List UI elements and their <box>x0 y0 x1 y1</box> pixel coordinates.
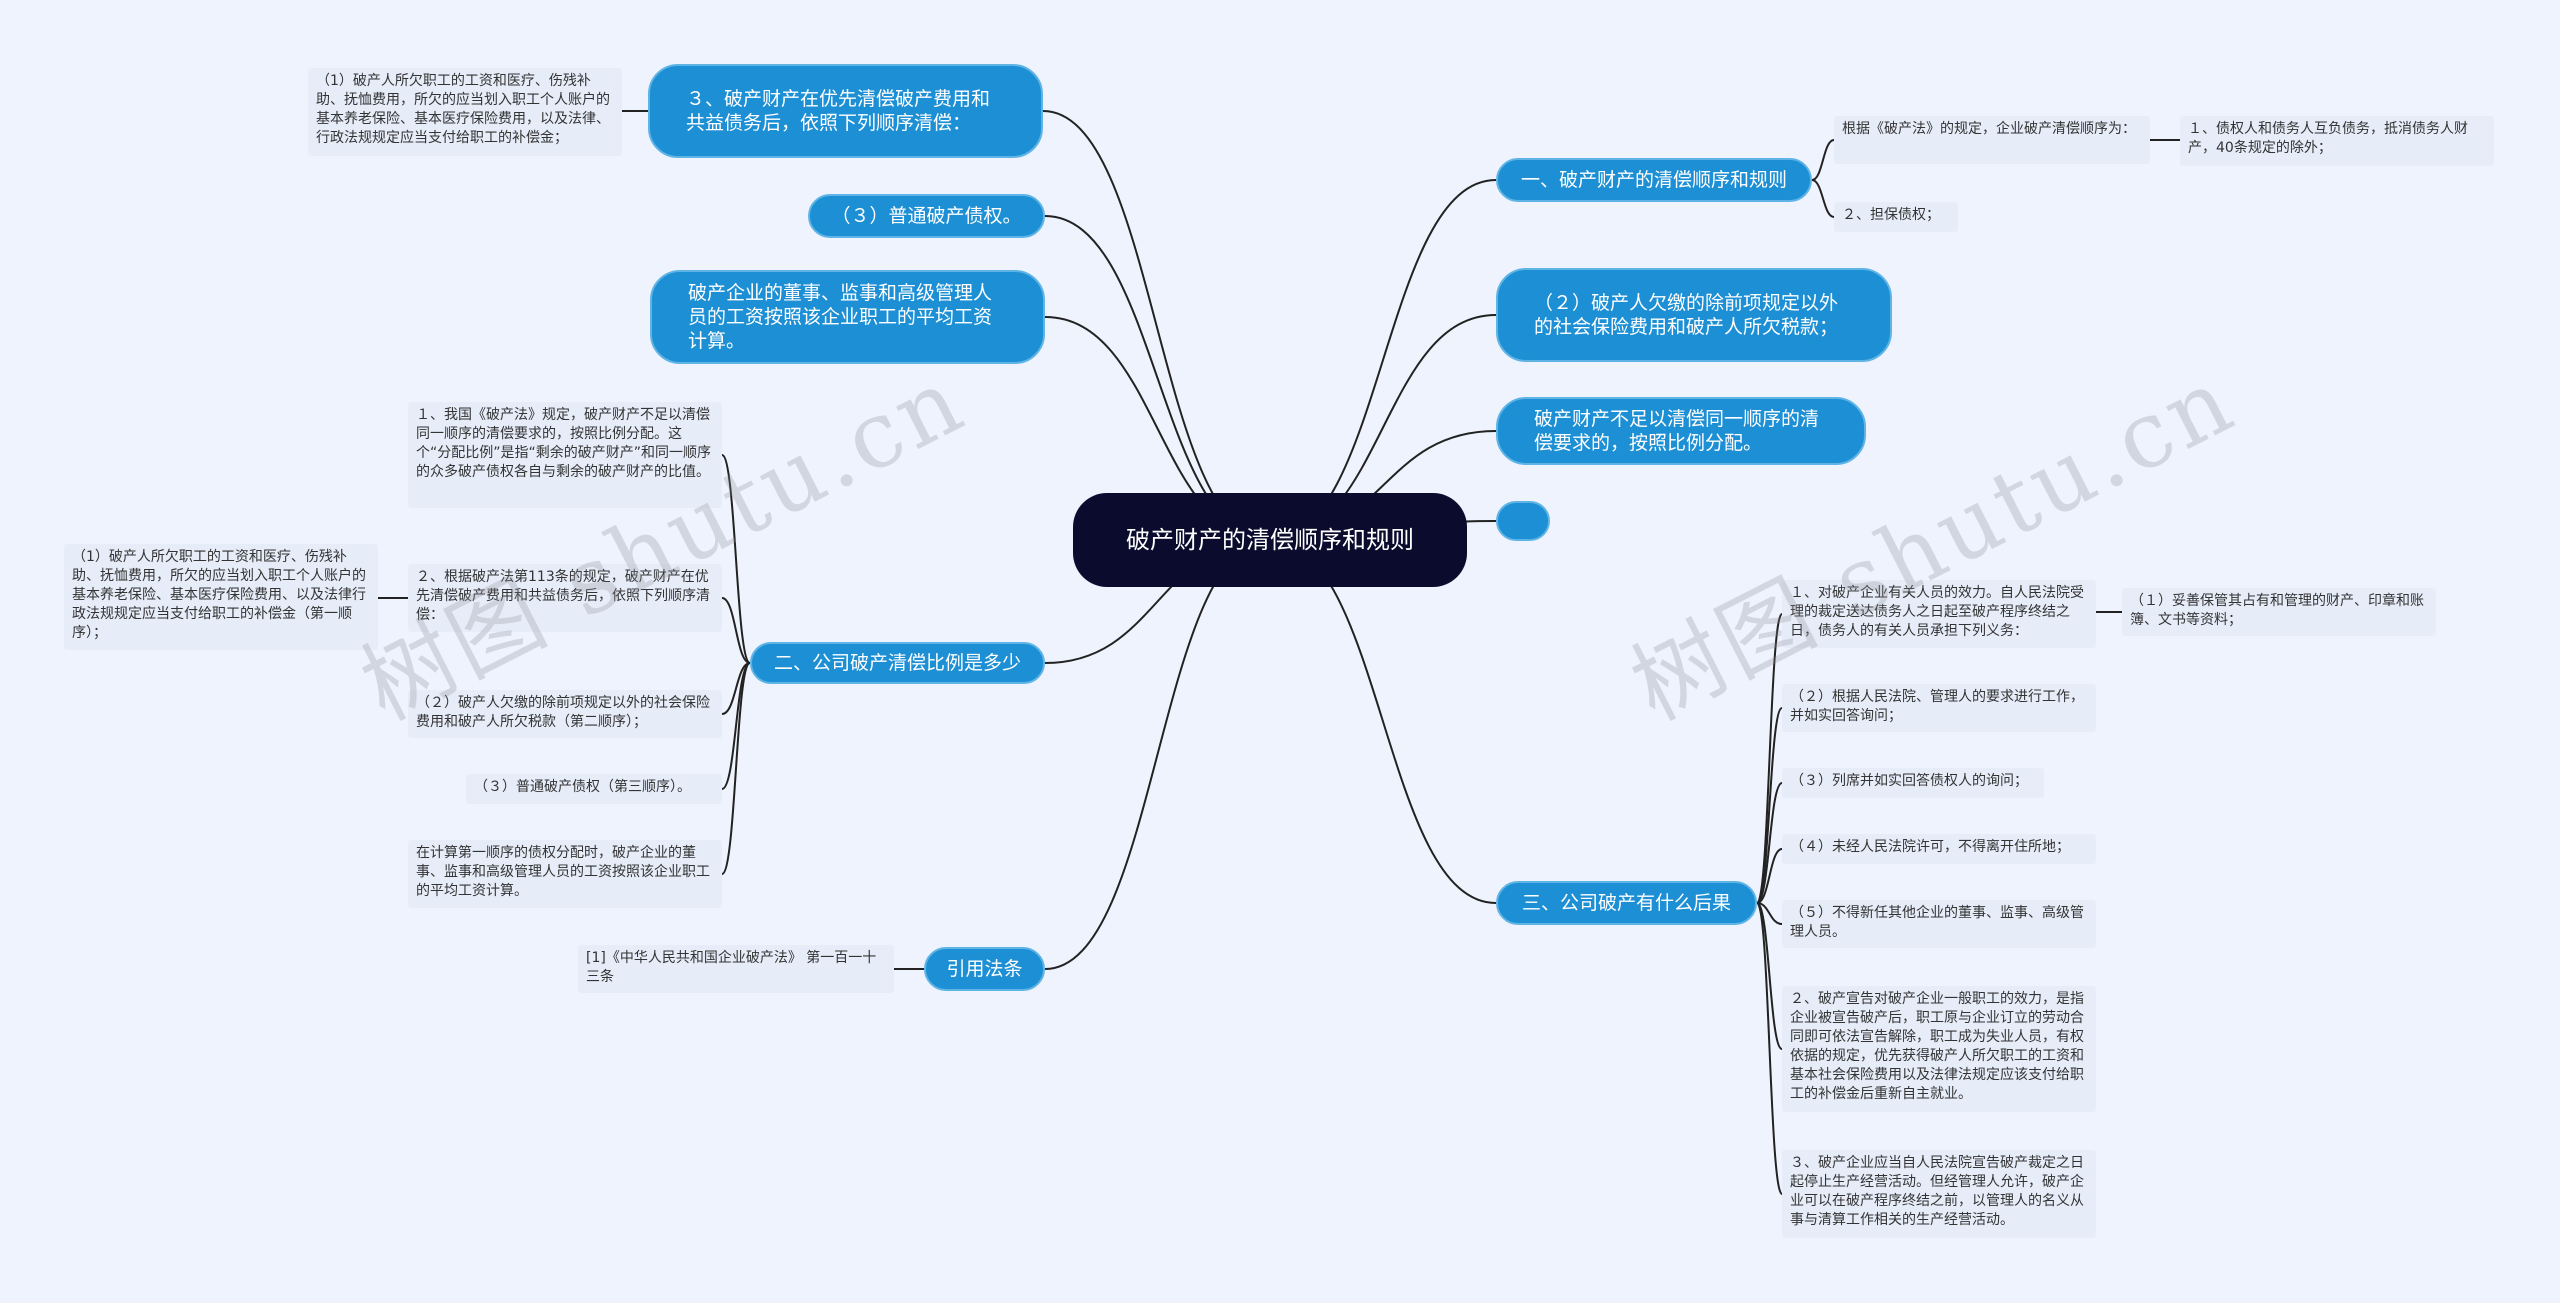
link-ratio-leaf-4 <box>721 662 751 875</box>
leaf-order-1-1[interactable]: １、债权人和债务人互负债务，抵消债务人财产，40条规定的除外； <box>2180 116 2494 166</box>
leaf-consequence-5[interactable]: （５）不得新任其他企业的董事、监事、高级管理人员。 <box>1782 900 2096 948</box>
leaf-consequence-1[interactable]: １、对破产企业有关人员的效力。自人民法院受理的裁定送达债务人之日起至破产程序终结… <box>1782 580 2096 648</box>
leaf-ratio-2-1[interactable]: （1）破产人所欠职工的工资和医疗、伤残补助、抚恤费用，所欠的应当划入职工个人账户… <box>64 544 378 650</box>
leaf-priority-1[interactable]: （1）破产人所欠职工的工资和医疗、伤残补助、抚恤费用，所欠的应当划入职工个人账户… <box>308 68 622 156</box>
link-consequence-leaf-3 <box>1756 848 1783 904</box>
leaf-consequence-1-1[interactable]: （１）妥善保管其占有和管理的财产、印章和账簿、文书等资料； <box>2122 588 2436 636</box>
leaf-law-1[interactable]: [1]《中华人民共和国企业破产法》 第一百一十三条 <box>578 945 894 993</box>
leaf-consequence-3[interactable]: （３）列席并如实回答债权人的询问； <box>1782 768 2044 798</box>
branch-repayment-ratio[interactable]: 二、公司破产清偿比例是多少 <box>750 642 1045 684</box>
link-root-consequence <box>1269 539 1497 904</box>
branch-consequences[interactable]: 三、公司破产有什么后果 <box>1496 881 1757 925</box>
branch-cited-law[interactable]: 引用法条 <box>924 947 1045 991</box>
leaf-consequence-7[interactable]: ３、破产企业应当自人民法院宣告破产裁定之日起停止生产经营活动。但经管理人允许，破… <box>1782 1150 2096 1238</box>
leaf-ratio-1[interactable]: １、我国《破产法》规定，破产财产不足以清偿同一顺序的清偿要求的，按照比例分配。这… <box>408 402 722 508</box>
branch-ordinary-claims[interactable]: （３）普通破产债权。 <box>808 194 1045 238</box>
link-root-law <box>1044 539 1271 970</box>
link-consequence-leaf-2 <box>1756 782 1783 904</box>
link-order-leaf2 <box>1811 179 1835 218</box>
link-consequence-leaf-6 <box>1756 902 1783 1195</box>
link-consequence-leaf-5 <box>1756 902 1783 1050</box>
leaf-ratio-2[interactable]: ２、根据破产法第113条的规定，破产财产在优先清偿破产费用和共益债务后，依照下列… <box>408 564 722 632</box>
link-root-ordinary <box>1044 215 1271 541</box>
leaf-consequence-2[interactable]: （２）根据人民法院、管理人的要求进行工作，并如实回答询问； <box>1782 684 2096 732</box>
branch-empty-topic[interactable] <box>1496 501 1550 541</box>
leaf-ratio-4[interactable]: （３）普通破产债权（第三顺序）。 <box>466 774 722 804</box>
root-topic[interactable]: 破产财产的清偿顺序和规则 <box>1073 493 1467 587</box>
leaf-order-1[interactable]: 根据《破产法》的规定，企业破产清偿顺序为： <box>1834 116 2150 164</box>
branch-repayment-order[interactable]: 一、破产财产的清偿顺序和规则 <box>1496 158 1812 202</box>
link-ratio-leaf-0 <box>721 454 751 664</box>
leaf-consequence-4[interactable]: （４）未经人民法院许可，不得离开住所地； <box>1782 834 2096 864</box>
leaf-ratio-3[interactable]: （２）破产人欠缴的除前项规定以外的社会保险费用和破产人所欠税款（第二顺序）； <box>408 690 722 738</box>
link-ratio-leaf-1 <box>721 597 751 664</box>
branch-priority-order[interactable]: ３、破产财产在优先清偿破产费用和共益债务后，依照下列顺序清偿： <box>648 64 1043 158</box>
branch-insufficient[interactable]: 破产财产不足以清偿同一顺序的清偿要求的，按照比例分配。 <box>1496 397 1866 465</box>
leaf-order-2[interactable]: ２、担保债权； <box>1834 202 1958 232</box>
leaf-ratio-5[interactable]: 在计算第一顺序的债权分配时，破产企业的董事、监事和高级管理人员的工资按照该企业职… <box>408 840 722 908</box>
link-consequence-leaf-1 <box>1756 707 1783 904</box>
branch-second-order[interactable]: （２）破产人欠缴的除前项规定以外的社会保险费用和破产人所欠税款； <box>1496 268 1892 362</box>
link-root-priority <box>1042 110 1271 541</box>
leaf-consequence-6[interactable]: ２、破产宣告对破产企业一般职工的效力，是指企业被宣告破产后，职工原与企业订立的劳… <box>1782 986 2096 1112</box>
link-consequence-leaf-4 <box>1756 902 1783 925</box>
link-order-leaf1 <box>1811 139 1835 181</box>
branch-directors-wage[interactable]: 破产企业的董事、监事和高级管理人员的工资按照该企业职工的平均工资计算。 <box>650 270 1045 364</box>
